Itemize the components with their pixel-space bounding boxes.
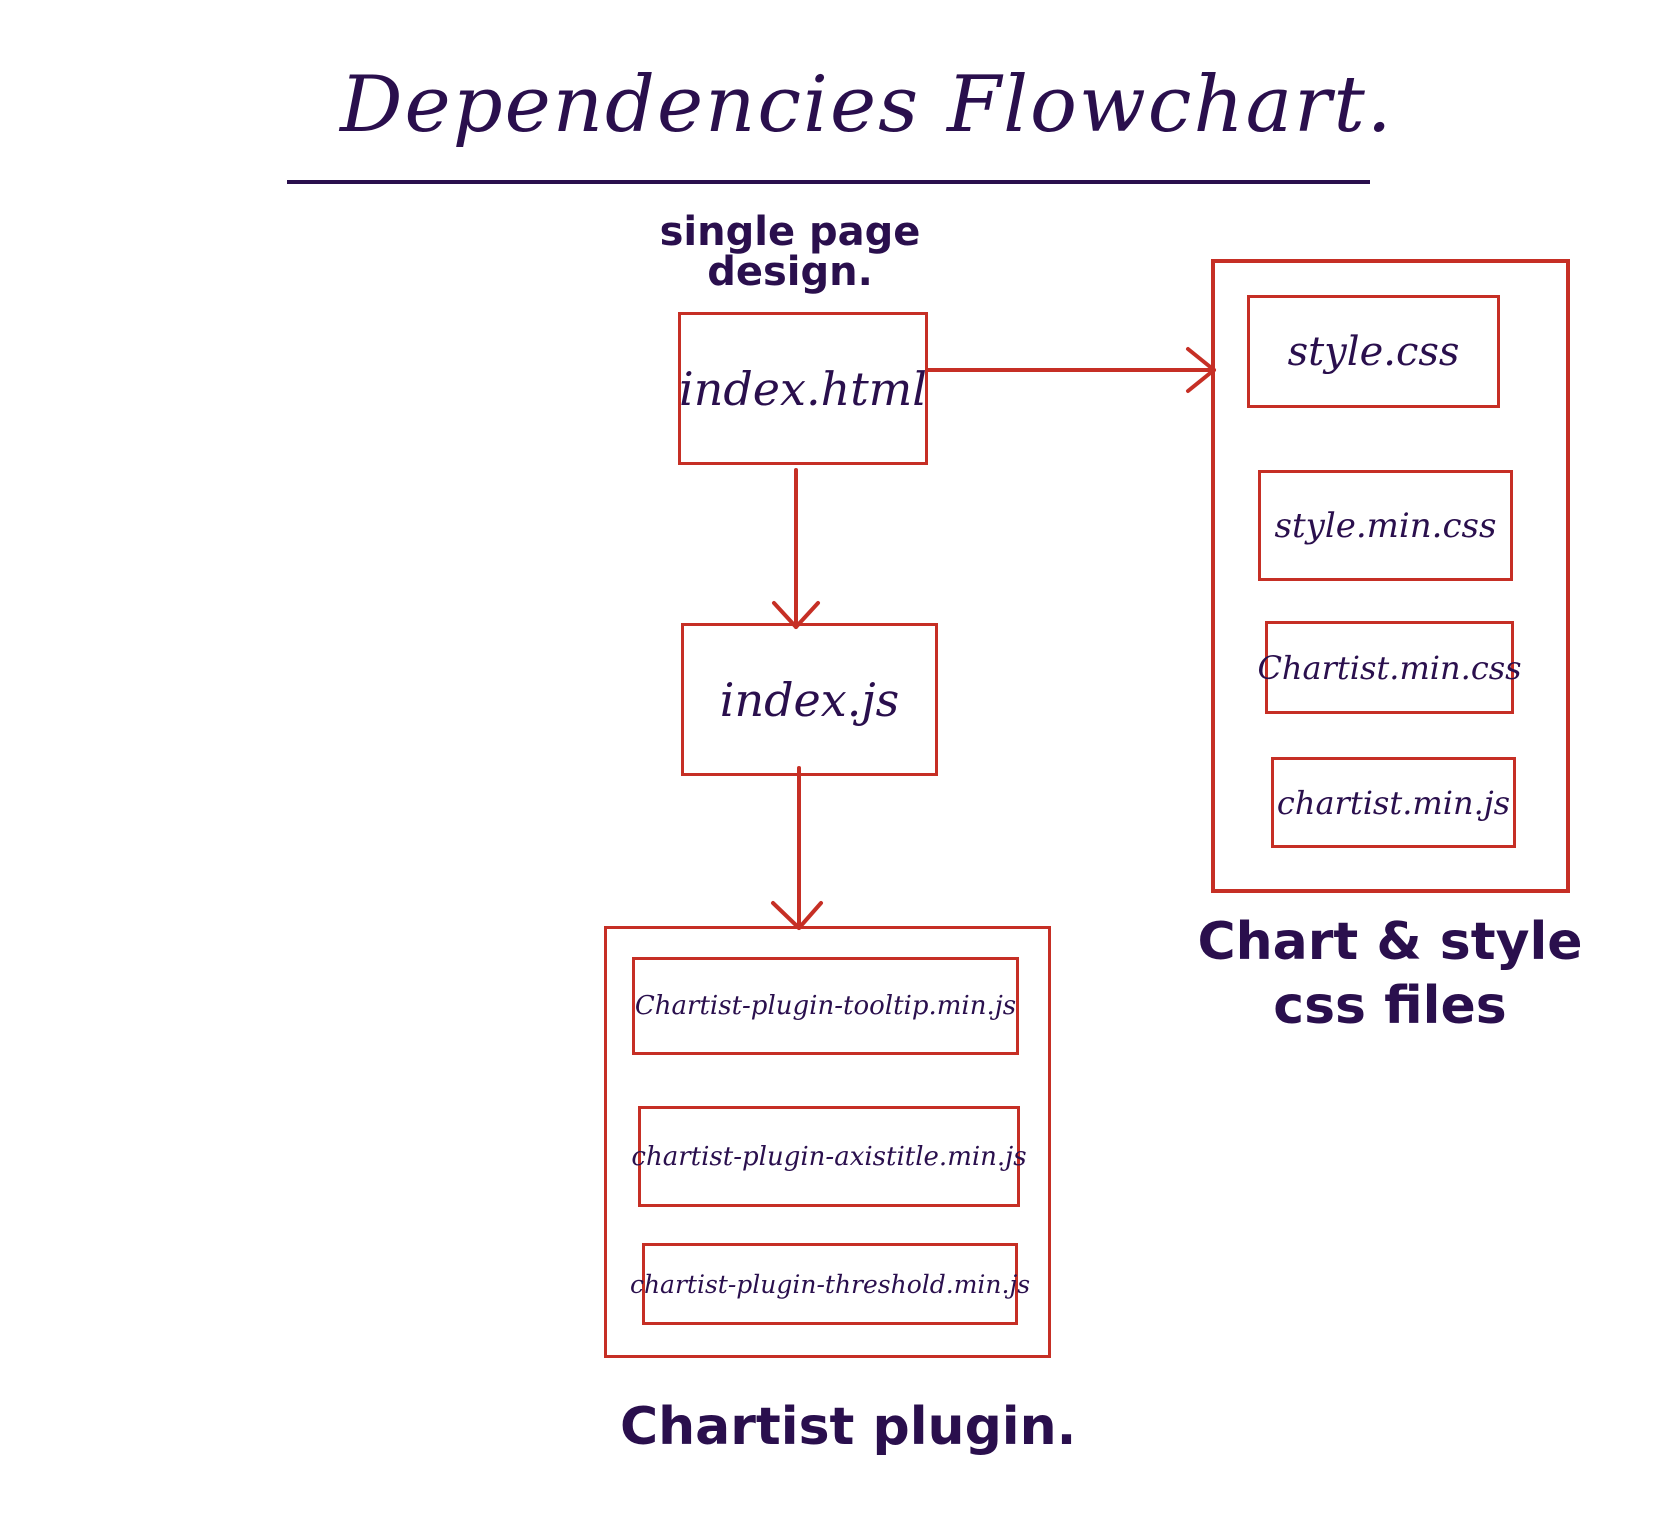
annotation-line-2: design. <box>707 249 873 295</box>
index-html-label: index.html <box>679 361 928 416</box>
plugin-group-caption: Chartist plugin. <box>620 1397 1077 1457</box>
arrow-html-to-js <box>772 468 820 629</box>
plugin-files-group <box>604 926 1051 1358</box>
tooltip-plugin-label: Chartist-plugin-tooltip.min.js <box>634 991 1017 1021</box>
title-underline <box>287 180 1370 184</box>
annotation-line-1: single page <box>659 209 921 255</box>
arrow-html-to-css-group <box>926 347 1216 393</box>
chartist-min-js-label: chartist.min.js <box>1276 783 1511 822</box>
single-page-annotation: single page design. <box>630 212 950 292</box>
css-caption-line-2: css files <box>1273 976 1507 1036</box>
index-html-node: index.html <box>678 312 928 465</box>
index-js-label: index.js <box>719 672 900 727</box>
style-min-css-label: style.min.css <box>1274 505 1497 546</box>
axistitle-plugin-label: chartist-plugin-axistitle.min.js <box>631 1141 1027 1172</box>
flowchart-title: Dependencies Flowchart. <box>340 60 1394 150</box>
axistitle-plugin-box: chartist-plugin-axistitle.min.js <box>631 1106 1027 1207</box>
chartist-min-css-label: Chartist.min.css <box>1257 648 1522 687</box>
css-files-group <box>1211 259 1570 893</box>
arrow-js-to-plugin-group <box>771 766 823 930</box>
tooltip-plugin-box: Chartist-plugin-tooltip.min.js <box>632 957 1019 1055</box>
threshold-plugin-box: chartist-plugin-threshold.min.js <box>630 1243 1030 1325</box>
style-css-box: style.css <box>1247 295 1500 408</box>
chartist-min-js-box: chartist.min.js <box>1271 757 1516 848</box>
threshold-plugin-label: chartist-plugin-threshold.min.js <box>629 1269 1031 1299</box>
chartist-min-css-box: Chartist.min.css <box>1257 621 1522 714</box>
index-js-node: index.js <box>681 623 938 776</box>
css-caption-line-1: Chart & style <box>1197 912 1583 972</box>
css-group-caption: Chart & style css files <box>1180 910 1600 1038</box>
style-css-label: style.css <box>1287 328 1460 375</box>
style-min-css-box: style.min.css <box>1258 470 1513 581</box>
